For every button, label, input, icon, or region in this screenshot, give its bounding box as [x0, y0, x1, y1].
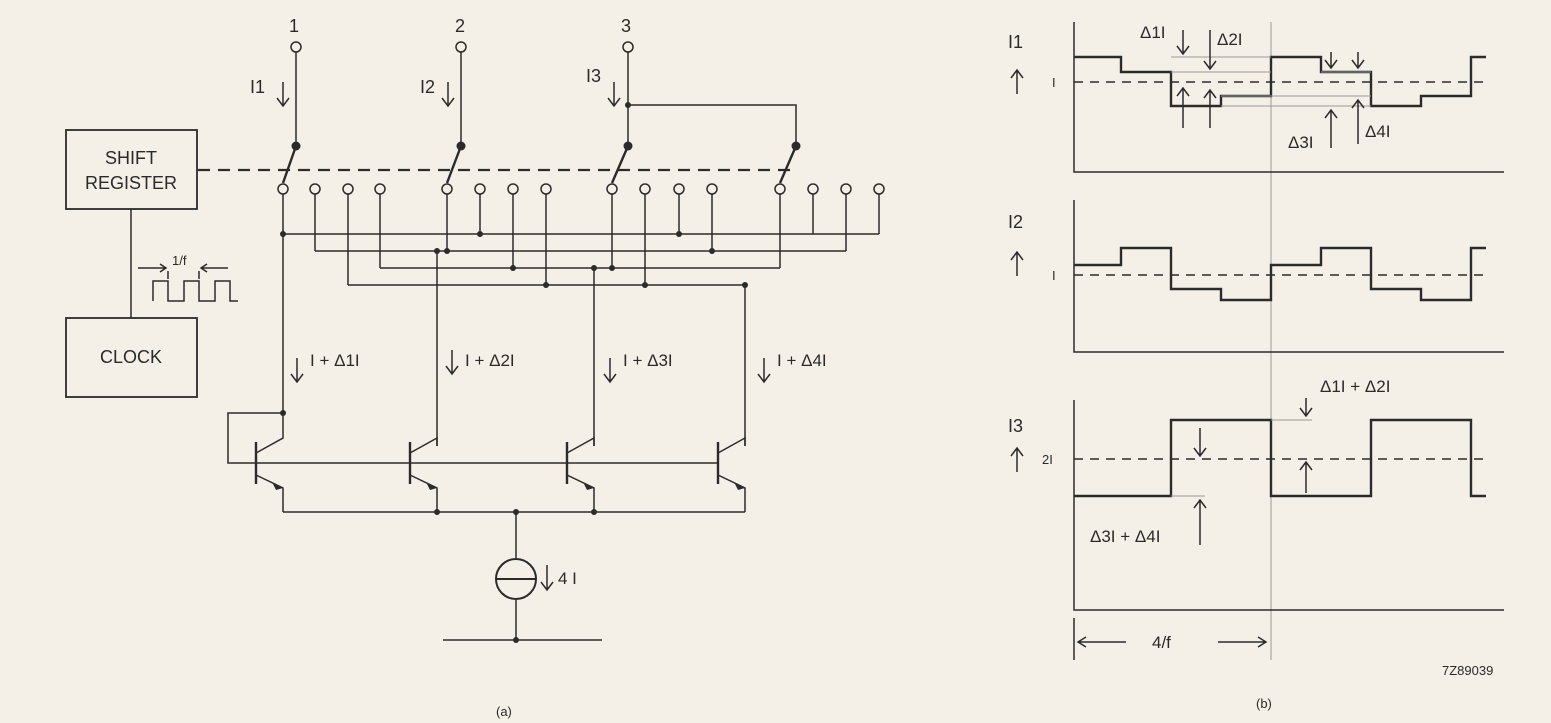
c2-arrow — [445, 350, 459, 376]
i1-waveform — [1074, 55, 1486, 108]
terminal-3-node — [622, 41, 634, 53]
delta3-label: Δ3I — [1288, 133, 1314, 152]
figure-code: 7Z89039 — [1442, 663, 1493, 678]
i2-axes — [1073, 200, 1504, 353]
i1-label: I1 — [250, 77, 265, 97]
i3-axis-arrow — [1010, 446, 1024, 472]
i1-level-label: I — [1052, 75, 1056, 90]
i1-axis-arrow — [1010, 68, 1024, 94]
delta12-label: Δ1I + Δ2I — [1320, 377, 1390, 396]
clock-waveform — [152, 280, 238, 302]
clock-box — [65, 317, 198, 398]
shift-register-box — [65, 129, 198, 210]
i3-label: I3 — [586, 66, 601, 86]
delta2-label: Δ2I — [1217, 30, 1243, 49]
base-line — [227, 412, 718, 464]
source-label: 4 I — [558, 569, 577, 588]
i3-axes — [1073, 400, 1504, 611]
c3-arrow — [603, 358, 617, 384]
clock-period-ticks — [167, 271, 200, 279]
shift-register-label-1: SHIFT — [105, 148, 157, 168]
switch-blades — [281, 145, 798, 184]
c1-arrow — [290, 358, 304, 384]
c1-label: I + Δ1I — [310, 351, 360, 370]
c4-arrow — [757, 358, 771, 384]
i1-axis-label: I1 — [1008, 32, 1023, 52]
clock-label: CLOCK — [100, 347, 162, 367]
panel-a-label: (a) — [496, 704, 512, 719]
bus-junctions — [280, 231, 748, 288]
delta4-label: Δ4I — [1365, 122, 1391, 141]
i2-label: I2 — [420, 77, 435, 97]
terminal-1-label: 1 — [289, 16, 299, 36]
c4-label: I + Δ4I — [777, 351, 827, 370]
terminal-2-node — [455, 41, 467, 53]
i2-arrow — [441, 82, 455, 108]
c2-label: I + Δ2I — [465, 351, 515, 370]
delta1-label: Δ1I — [1140, 23, 1166, 42]
period-label: 4/f — [1152, 633, 1171, 652]
shift-register-label-2: REGISTER — [85, 173, 177, 193]
circuit-diagram: 1 2 3 I1 I2 I3 — [65, 16, 885, 719]
i3-waveform — [1074, 418, 1486, 498]
i2-axis-label: I2 — [1008, 212, 1023, 232]
current-source-symbol — [495, 558, 537, 600]
waveform-panel: I1 I2 I3 I I 2I Δ1I Δ2I — [1008, 22, 1504, 711]
transistor-2 — [408, 436, 438, 512]
junction-dot — [591, 509, 597, 515]
i3-axis-label: I3 — [1008, 416, 1023, 436]
terminal-3-bridge — [628, 104, 797, 145]
clock-period-arrows — [138, 263, 228, 273]
i2-level-label: I — [1052, 268, 1056, 283]
transistor-4 — [716, 436, 746, 512]
junction-dot — [434, 509, 440, 515]
i1-arrow — [276, 82, 290, 108]
i3-delta-markers — [1171, 398, 1313, 545]
terminal-1-node — [290, 41, 302, 53]
panel-b-label: (b) — [1256, 696, 1272, 711]
i2-axis-arrow — [1010, 250, 1024, 276]
i3-level-label: 2I — [1042, 452, 1053, 467]
period-arrows — [1076, 636, 1268, 648]
delta34-label: Δ3I + Δ4I — [1090, 527, 1160, 546]
junction-dot — [513, 637, 519, 643]
junction-dot — [625, 102, 631, 108]
junction-dot — [280, 410, 286, 416]
switch-contacts — [277, 183, 885, 195]
transistor-3 — [565, 436, 595, 512]
clock-period-label: 1/f — [172, 253, 187, 268]
collector-wires — [436, 251, 746, 446]
terminal-2-label: 2 — [455, 16, 465, 36]
i2-waveform — [1074, 246, 1486, 302]
terminal-3-label: 3 — [621, 16, 631, 36]
contact-drops — [282, 194, 880, 413]
i3-arrow — [607, 82, 621, 108]
i1-delta-markers — [1171, 30, 1371, 148]
source-current-arrow — [540, 565, 554, 592]
i1-axes — [1073, 22, 1504, 173]
terminal-leads — [295, 52, 629, 145]
c3-label: I + Δ3I — [623, 351, 673, 370]
